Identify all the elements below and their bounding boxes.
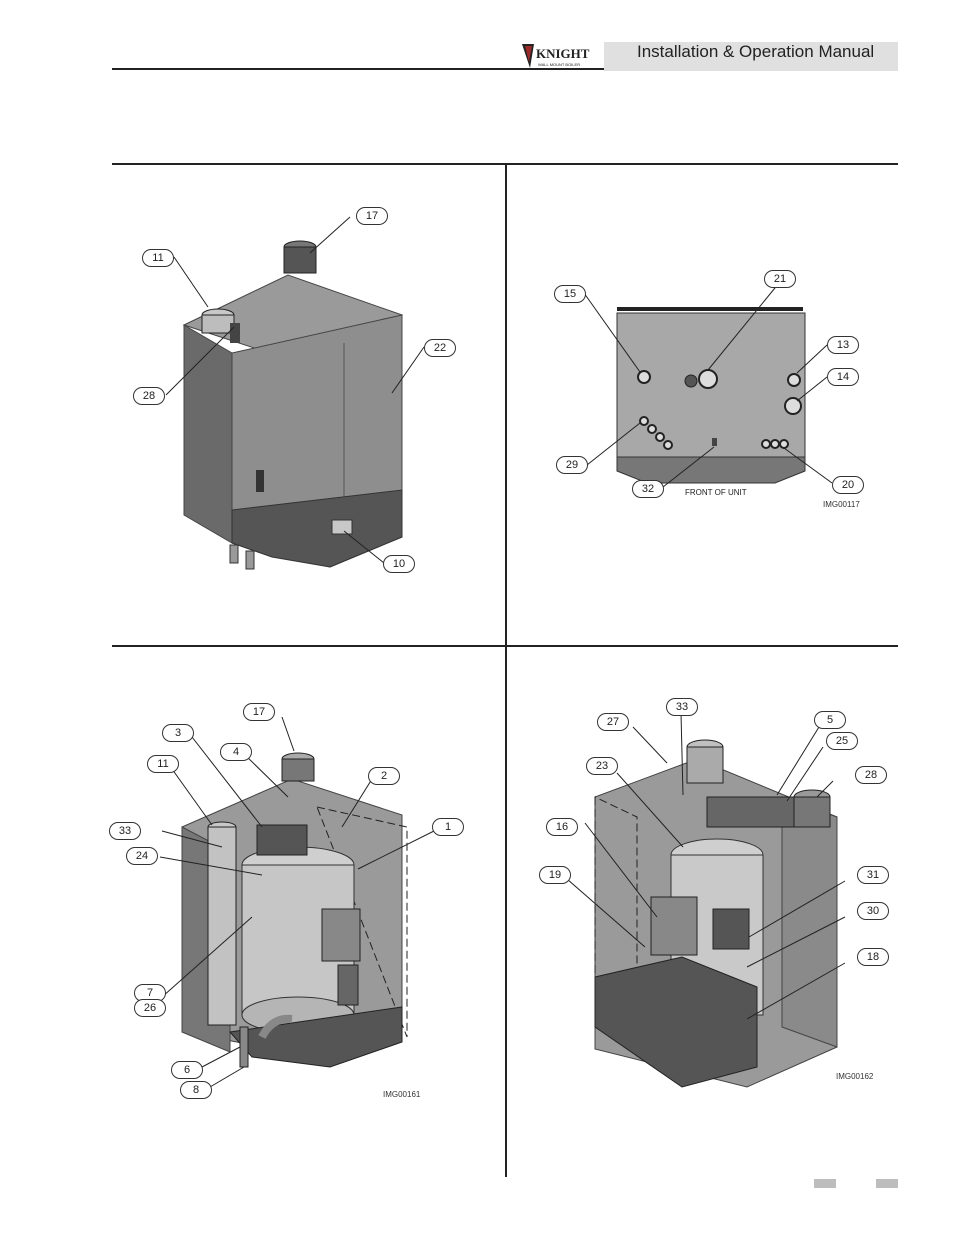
header-rule [112,68,604,70]
callout-17b: 17 [243,703,275,721]
callout-24: 24 [126,847,158,865]
callout-2: 2 [368,767,400,785]
callout-23: 23 [586,757,618,775]
callout-29: 29 [556,456,588,474]
callout-22: 22 [424,339,456,357]
boiler-interior-right-illustration [566,712,846,1088]
manual-title: Installation & Operation Manual [637,42,875,61]
callout-5: 5 [814,711,846,729]
brand-logo: KNIGHT WALL MOUNT BOILER [520,40,600,72]
callout-11b: 11 [147,755,179,773]
front-of-unit-label: FRONT OF UNIT [685,488,747,497]
section-divider-vertical [505,164,507,1177]
figure-interior-right [507,647,898,1177]
brand-logo-graphic: KNIGHT WALL MOUNT BOILER [522,44,590,68]
callout-32: 32 [632,480,664,498]
callout-26: 26 [134,999,166,1017]
svg-text:KNIGHT: KNIGHT [536,46,590,61]
figure-bottom-view [507,165,898,645]
callout-20: 20 [832,476,864,494]
page-tab-right [876,1179,898,1188]
callout-25: 25 [826,732,858,750]
callout-13: 13 [827,336,859,354]
callout-33: 33 [109,822,141,840]
callout-14: 14 [827,368,859,386]
callout-19: 19 [539,866,571,884]
boiler-exterior-illustration [165,216,425,570]
callout-4: 4 [220,743,252,761]
callout-28: 28 [133,387,165,405]
callout-31: 31 [857,866,889,884]
callout-1: 1 [432,818,464,836]
callout-28b: 28 [855,766,887,784]
image-ref-img00162: IMG00162 [836,1072,874,1081]
svg-text:WALL MOUNT BOILER: WALL MOUNT BOILER [538,62,580,67]
callout-18: 18 [857,948,889,966]
callout-16: 16 [546,818,578,836]
figure-front-exterior [112,165,504,645]
boiler-interior-left-illustration [159,716,435,1088]
figure-interior-left [112,647,504,1177]
callout-17: 17 [356,207,388,225]
callout-33b: 33 [666,698,698,716]
callout-21: 21 [764,270,796,288]
callout-10: 10 [383,555,415,573]
image-ref-img00161: IMG00161 [383,1090,421,1099]
page-tab-left [814,1179,836,1188]
callout-15: 15 [554,285,586,303]
header-band [604,42,898,71]
callout-30: 30 [857,902,889,920]
callout-27: 27 [597,713,629,731]
callout-8: 8 [180,1081,212,1099]
callout-11: 11 [142,249,174,267]
image-ref-img00117: IMG00117 [823,500,860,509]
boiler-bottom-illustration [583,282,833,488]
callout-6: 6 [171,1061,203,1079]
callout-3: 3 [162,724,194,742]
